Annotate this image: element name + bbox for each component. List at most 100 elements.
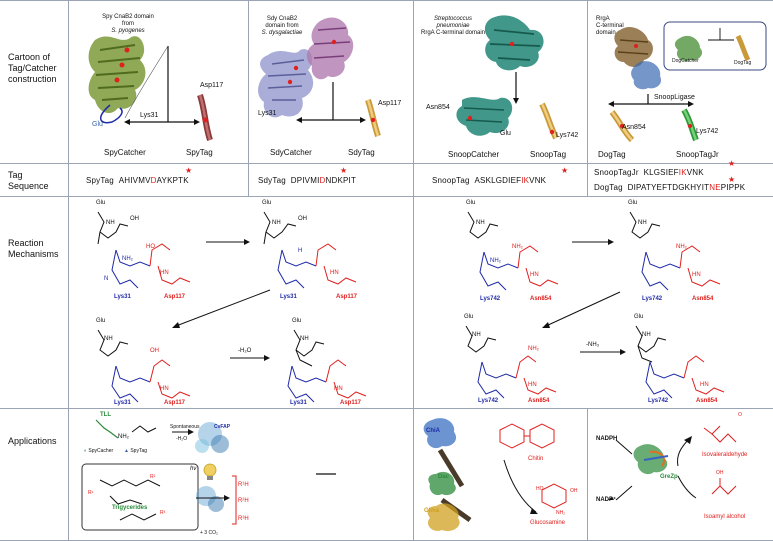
seq-snooptagjr: SnoopTagJr KLGSIEFIKVNK (594, 168, 704, 177)
glucosamine-structure (541, 483, 567, 509)
mech-snoop1-nh2-lys: NH₂ (490, 258, 501, 264)
mech-spy-3 (97, 329, 191, 403)
mech-spy1-oh: OH (130, 216, 139, 222)
mech-spy3-hn: HN (160, 386, 169, 392)
app-spytag-label: ▲ SpyTag (124, 448, 148, 454)
grid-line-top (0, 0, 773, 1)
grid-line-3 (0, 408, 773, 409)
mech-snoop-3 (465, 325, 557, 399)
isoamyl-alcohol-structure (711, 478, 737, 495)
snoopligase-label: SnoopLigase (654, 94, 695, 101)
app-r1-label: R¹ (88, 490, 94, 496)
snooptagjr-star-icon: ★ (728, 159, 736, 168)
spycatcher-structure (88, 36, 146, 124)
mech-snoop3-nh: NH (472, 332, 481, 338)
mech-snoop3-glu: Glu (464, 314, 474, 320)
enzyme-cascade (423, 418, 472, 532)
mech-spy4-glu: Glu (292, 318, 302, 324)
spy-asp-label: Asp117 (200, 82, 224, 89)
app-spontaneous-label: Spontaneous (170, 424, 200, 430)
spytag-star-icon: ★ (185, 166, 193, 175)
spytag-label: SpyTag (186, 148, 213, 157)
row-label-sequence: Tag Sequence (8, 170, 49, 191)
chitin-structure (499, 423, 555, 449)
mech-spy1-lys: Lys31 (114, 294, 131, 300)
app-chia-label: ChiA (426, 428, 440, 434)
grid-line-1 (0, 163, 773, 164)
snooptag-structure (539, 102, 559, 140)
app-dac-label: Dac (438, 474, 450, 480)
mech-snoop-2 (629, 211, 721, 291)
mech-spy3-nh: NH (104, 336, 113, 342)
mech-snoop2-lys: Lys742 (642, 296, 663, 302)
mech-spy-2 (263, 211, 357, 289)
snoop-asn-label: Asn854 (426, 104, 450, 111)
app-spycatcher-label: ◐ SpyCacher (84, 448, 114, 454)
mech-snoop4-asn: Asn854 (696, 398, 718, 404)
cvfap-blob-2 (196, 486, 224, 512)
spycatcher-label: SpyCatcher (104, 148, 146, 157)
mech-spy1-ho: HO (146, 244, 155, 250)
mech-spy2-glu: Glu (262, 200, 272, 206)
app-r3h-label: R³H (238, 516, 249, 522)
sdytag-structure (365, 99, 381, 137)
seq-spytag: SpyTag AHIVMVDAYKPTK (86, 176, 189, 185)
mech-spy3-oh: OH (150, 348, 159, 354)
mech-spy2-asp: Asp117 (336, 294, 358, 300)
mech-spy4-nh: NH (300, 336, 309, 342)
sdy-asp-label: Asp117 (378, 100, 402, 107)
spytag-structure (197, 94, 213, 141)
app-glma-label: Glma (424, 508, 440, 514)
mech-snoop4-hn: HN (700, 382, 709, 388)
mech-spy3-glu: Glu (96, 318, 106, 324)
dogtag-structure (609, 110, 635, 143)
triglyceride-box (81, 463, 199, 531)
mech-snoop2-nh: NH (638, 220, 647, 226)
mech-snoop1-glu: Glu (466, 200, 476, 206)
sdycatcher-structure (258, 49, 314, 118)
mech-snoop4-glu: Glu (634, 314, 644, 320)
mech-snoop3-nh2: NH₂ (528, 346, 539, 352)
app-nadp-label: NADP⁺ (596, 497, 617, 503)
app-isovaleraldehyde-label: Isovaleraldehyde (702, 452, 748, 458)
mech-snoop1-hn: HN (530, 272, 539, 278)
dogtag-label: DogTag (598, 150, 626, 159)
mech-spy1-glu: Glu (96, 200, 106, 206)
app-r3-label: R³ (160, 510, 166, 516)
app-h2o-label: -H₂O (176, 436, 188, 442)
sdy-lys-label: Lys31 (258, 110, 277, 117)
grid-col-3 (413, 0, 414, 541)
grid-col-2 (248, 0, 249, 196)
mech-snoop1-lys: Lys742 (480, 296, 501, 302)
app-nh2-label: NH₂ (118, 434, 129, 440)
mech-spy1-nh2: NH₂ (122, 256, 133, 262)
row-label-cartoon: Cartoon of Tag/Catcher construction (8, 52, 57, 84)
lightbulb-icon (203, 463, 217, 480)
mech-snoop2-nh2: NH₂ (676, 244, 687, 250)
snooptag-star-icon: ★ (561, 166, 569, 175)
spy-lys-label: Lys31 (140, 112, 159, 119)
app-triglycerides-label: Trigycerides (112, 505, 148, 511)
mech-spy4-hn: HN (334, 386, 343, 392)
seq-dogtag: DogTag DIPATYEFTDGKHYITNEPIPPK (594, 183, 746, 192)
mech-snoop1-nh: NH (476, 220, 485, 226)
app-r2h-label: R²H (238, 498, 249, 504)
mech-snoop2-asn: Asn854 (692, 296, 714, 302)
sdy-domain-structure (306, 17, 354, 80)
seq-snooptag: SnoopTag ASKLGDIEFIKVNK (432, 176, 547, 185)
mech-snoop1-asn: Asn854 (530, 296, 552, 302)
spy-glu-label: Glu (92, 121, 103, 128)
app-nadph-label: NADPH (596, 436, 618, 442)
mech-spy1-nh: NH (106, 220, 115, 226)
dogtag-star-icon: ★ (728, 175, 736, 184)
grezp-structure (633, 444, 669, 475)
dog-inset-box (663, 21, 767, 71)
dog-inset-tag: DogTag (734, 60, 752, 66)
mech-spy-4 (287, 329, 367, 403)
mech-spy3-asp: Asp117 (164, 400, 186, 406)
mech-spy4-asp: Asp117 (340, 400, 362, 406)
